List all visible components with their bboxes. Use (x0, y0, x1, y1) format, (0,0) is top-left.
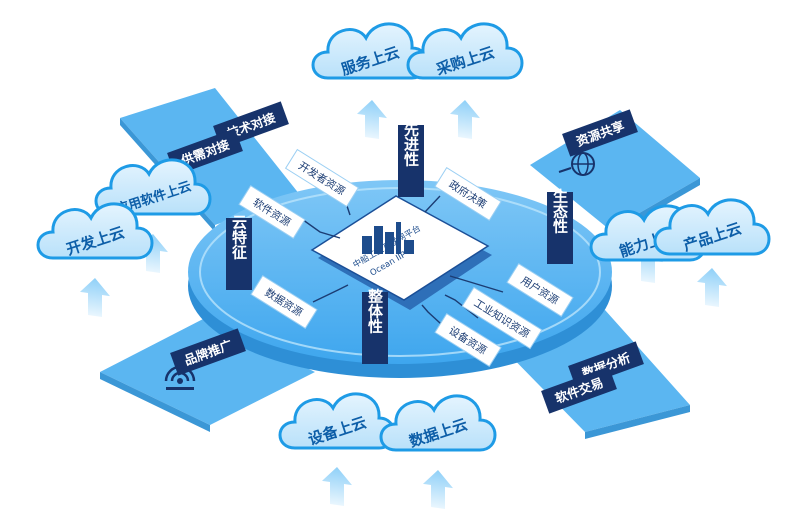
brand-signal-icon (164, 365, 196, 390)
pillar-integrity: 整体性 (362, 288, 388, 364)
svg-text:生态性: 生态性 (551, 188, 569, 235)
pillar-advanced: 先进性 (398, 121, 424, 197)
cloud-development: 开发上云 (36, 202, 154, 260)
core-platform: 中船工业互联网平台 Ocean IIP (310, 195, 492, 310)
pillar-ecological: 生态性 (547, 188, 573, 264)
svg-text:整体性: 整体性 (366, 288, 384, 335)
cloud-product: 产品上云 (653, 198, 771, 256)
cloud-procurement: 采购上云 (406, 22, 524, 80)
cloud-equipment: 设备上云 (278, 392, 396, 450)
svg-text:云特征: 云特征 (230, 215, 248, 260)
pillar-cloud-feature: 云特征 (226, 215, 252, 290)
cloud-data: 数据上云 (379, 394, 497, 452)
svg-text:先进性: 先进性 (402, 121, 420, 168)
industrial-building-icon (362, 222, 414, 254)
cloud-service: 服务上云 (311, 22, 429, 80)
label-brand-promotion: 品牌推广 (170, 328, 246, 376)
globe-icon (558, 152, 595, 176)
strip-lower-left (100, 318, 315, 432)
